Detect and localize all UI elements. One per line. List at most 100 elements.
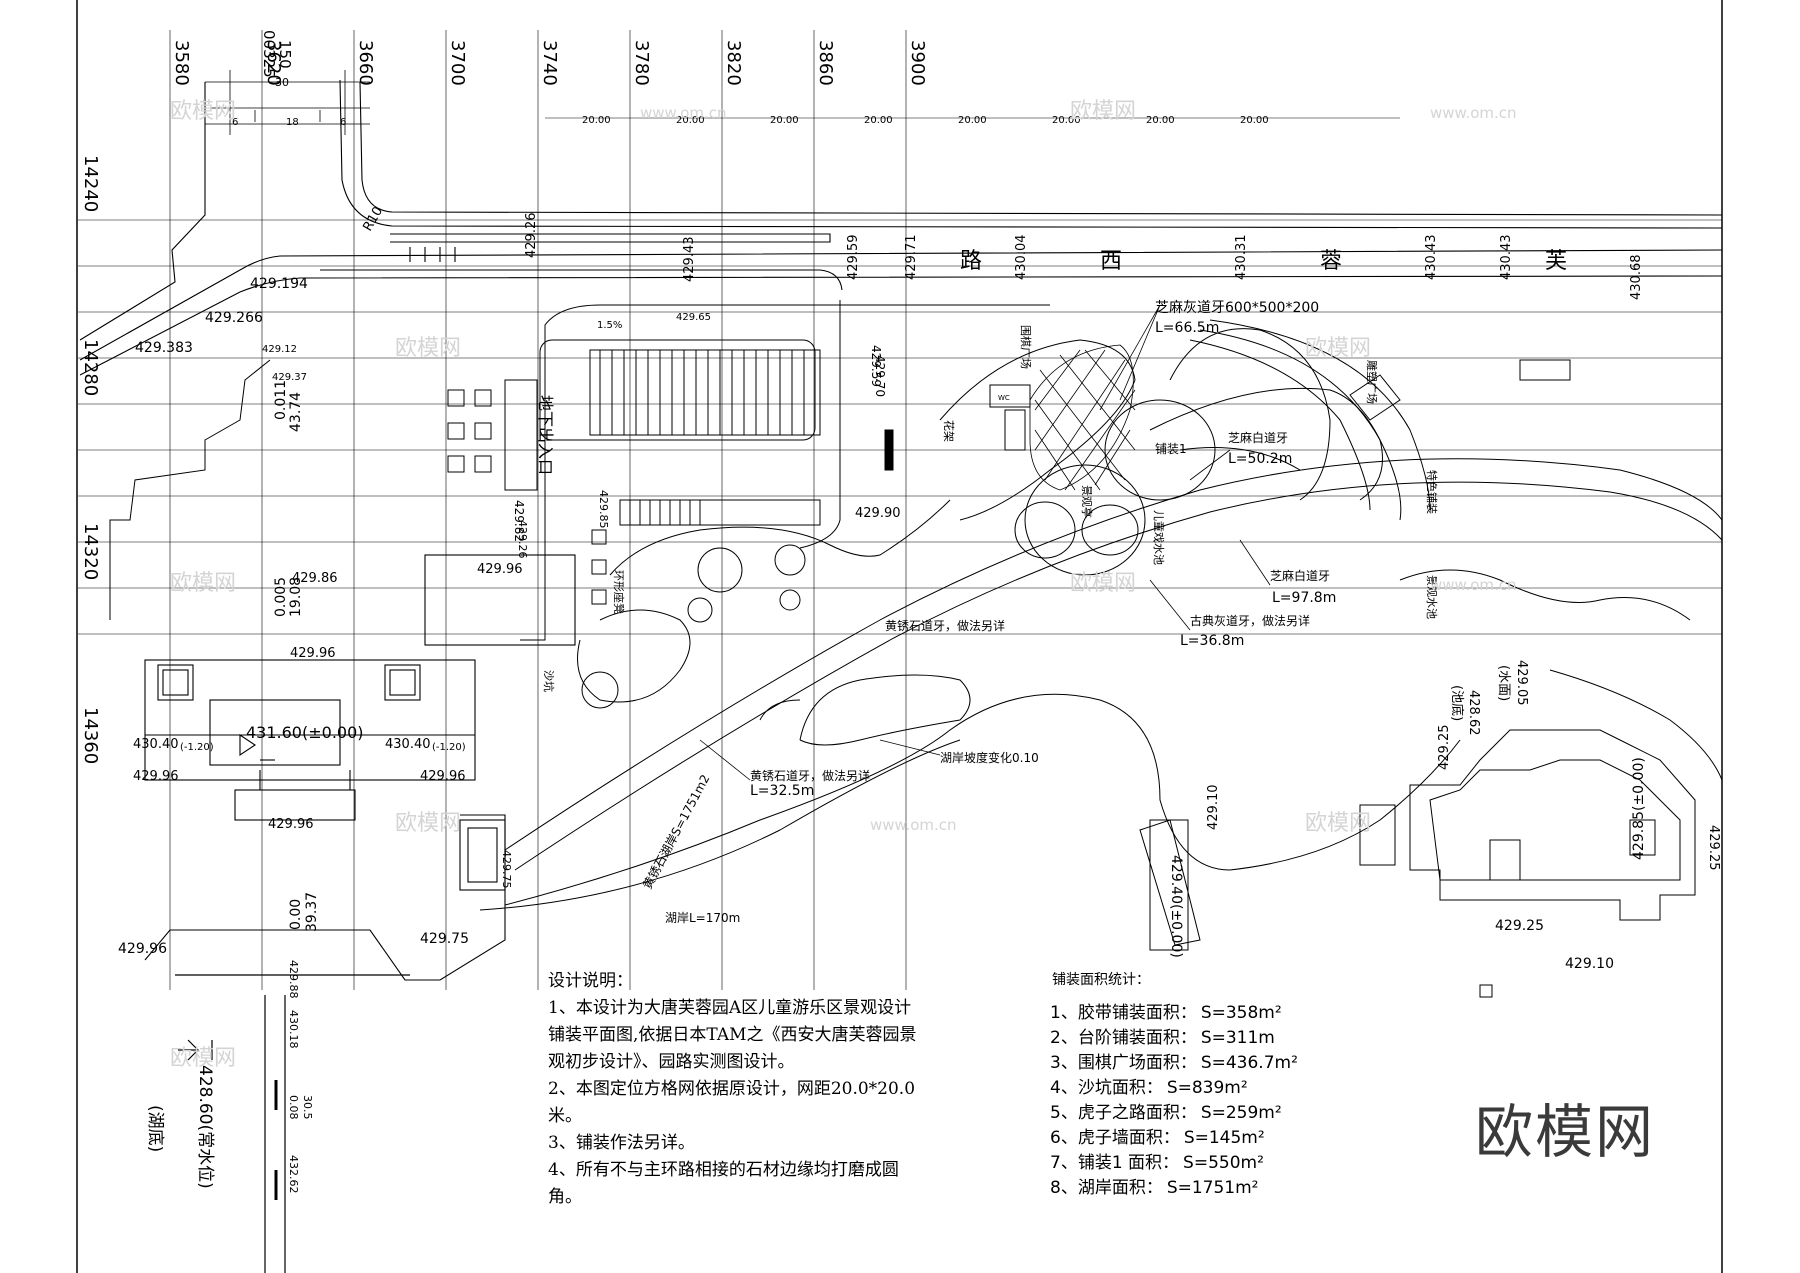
dim-30: 30: [275, 76, 289, 89]
dim-18: 18: [286, 117, 299, 128]
callout-1: 芝麻灰道牙600*500*200: [1155, 300, 1319, 316]
elev-l-1: 429.194: [250, 276, 308, 292]
elev-l-12: 429.90: [855, 506, 901, 521]
wm-4: 欧模网: [1305, 336, 1371, 361]
wm-1: 欧模网: [170, 99, 236, 124]
slope-4: 19.08: [288, 577, 304, 617]
stats-label: 8、湖岸面积：: [1050, 1178, 1163, 1198]
elev-l-21: 429.75: [500, 850, 513, 889]
wc-block: [989, 384, 1031, 451]
road-name: 路 西 蓉 芙: [960, 249, 1567, 274]
road-char-4: 芙: [1545, 249, 1567, 274]
elev-l-22: 429.88: [287, 960, 300, 999]
wm-3: 欧模网: [395, 336, 461, 361]
callout-5: 芝麻白道牙: [1270, 568, 1330, 583]
area-pavilion: 景观亭: [1080, 485, 1094, 518]
lake-bottom-elev: 428.60(常水位): [195, 1065, 215, 1189]
pavilion-side-left: 430.40: [133, 737, 179, 752]
wm-url-2: www.om.cn: [640, 104, 727, 122]
elev-road-4: 429.71: [904, 235, 919, 281]
dim-6b: 6: [340, 117, 346, 128]
slope-3: 0.005: [273, 577, 289, 617]
watermark-logo: 欧模网: [1475, 1098, 1656, 1166]
slope-marks: 0.011 43.74 0.005 19.08 0.00 39.37 0.08 …: [273, 320, 622, 1194]
stats-label: 5、虎子之路面积：: [1050, 1103, 1197, 1123]
grid-x-label: 3580: [171, 40, 192, 86]
stats-label: 7、铺装1 面积：: [1050, 1153, 1180, 1173]
wm-6: 欧模网: [1070, 571, 1136, 596]
right-water-label: (水面): [1496, 665, 1511, 701]
wm-7: 欧模网: [395, 811, 461, 836]
play-area-paths: [479, 319, 1723, 951]
radius-label: R10: [360, 204, 386, 234]
stats-label: 4、沙坑面积：: [1050, 1078, 1163, 1098]
elev-road-1: 429.26: [524, 213, 539, 259]
right-pool-label: (池底): [1449, 685, 1465, 721]
stats-value: S=358m²: [1200, 1003, 1282, 1023]
road-char-2: 西: [1100, 249, 1122, 274]
elev-l-8: 429.70: [873, 355, 887, 397]
watermark-small: 欧模网 欧模网 欧模网 欧模网 欧模网 欧模网 欧模网 欧模网 欧模网 www.…: [170, 99, 1517, 1071]
grid-spacing-label: 20.00: [676, 115, 705, 126]
area-trellis: 花架: [942, 420, 955, 442]
stats-row: 2、台阶铺装面积：S=311m: [1050, 1026, 1330, 1051]
road-network: [79, 79, 1723, 376]
callout-12: 湖岸L=170m: [665, 910, 740, 925]
road-char-1: 路: [960, 249, 982, 274]
elev-l-20: 429.75: [420, 931, 469, 947]
stats-row: 4、沙坑面积：S=839m²: [1050, 1076, 1330, 1101]
slope-6: 39.37: [304, 892, 320, 932]
stats-value: S=436.7m²: [1200, 1053, 1298, 1073]
stats-value: S=839m²: [1166, 1078, 1248, 1098]
wm-url-3: www.om.cn: [1430, 576, 1517, 594]
grid-x-label: 3780: [631, 40, 652, 86]
dim-6a: 6: [232, 117, 238, 128]
area-sandpit: 沙坑: [542, 670, 556, 692]
stats-row: 6、虎子墙面积：S=145m²: [1050, 1126, 1330, 1151]
top-dimension-block: [205, 70, 370, 135]
area-labels: 儿童戏水池 景观亭 沙坑 环形座凳 围棋广场 雕塑广场 特色铺装 花架 景观水池: [542, 325, 1439, 692]
lake-bottom-note: (湖底): [145, 1105, 165, 1152]
stats-label: 1、胶带铺装面积：: [1050, 1003, 1197, 1023]
wm-2: 欧模网: [1070, 99, 1136, 124]
pavilion-side-left-rel: (-1.20): [180, 742, 214, 753]
stats-label: 2、台阶铺装面积：: [1050, 1028, 1197, 1048]
grid-spacing-label: 20.00: [864, 115, 893, 126]
elev-road-9: 430.68: [1629, 255, 1644, 301]
right-elev-2: 428.62: [1466, 690, 1481, 736]
grid-spacing-label: 20.00: [958, 115, 987, 126]
wm-9: 欧模网: [170, 1046, 236, 1071]
slope-1: 0.011: [273, 380, 289, 420]
left-elevations: 429.194 429.266 429.383 429.12 429.37 42…: [118, 276, 901, 999]
grid-x-label: 3820: [723, 40, 744, 86]
stats-value: S=259m²: [1200, 1103, 1282, 1123]
grid-y-label: 14240: [80, 155, 101, 212]
elev-l-15: 429.96: [290, 646, 336, 661]
grid-spacing-label: 20.00: [770, 115, 799, 126]
elev-l-6: 429.65: [676, 312, 711, 323]
slope-9: 1.5%: [597, 320, 622, 331]
elev-l-19: 429.96: [118, 941, 167, 957]
stats-row: 8、湖岸面积：S=1751m²: [1050, 1176, 1330, 1201]
stats-row: 7、铺装1 面积：S=550m²: [1050, 1151, 1330, 1176]
pavilion-main-elev: 431.60(±0.00): [246, 723, 364, 742]
grid-spacing-label: 20.00: [1240, 115, 1269, 126]
drawing-frame: [76, 0, 1723, 1273]
pavilion-side-right: 430.40: [385, 737, 431, 752]
callout-9: 黄锈石道牙，做法另详: [885, 618, 1005, 633]
stats-label: 3、围棋广场面积：: [1050, 1053, 1197, 1073]
elev-road-3: 429.59: [846, 235, 861, 281]
stats-value: S=1751m²: [1166, 1178, 1259, 1198]
elev-l-4: 429.12: [262, 344, 297, 355]
stats-row: 5、虎子之路面积：S=259m²: [1050, 1101, 1330, 1126]
wm-8: 欧模网: [1305, 811, 1371, 836]
coord-150: 150: [276, 40, 294, 69]
lake-bottom-marker: [175, 974, 410, 1273]
slope-2: 43.74: [288, 392, 304, 432]
area-water-pool: 儿童戏水池: [1152, 510, 1166, 565]
callout-8: L=36.8m: [1180, 633, 1244, 649]
road-char-3: 蓉: [1320, 249, 1342, 274]
grid-x-label: 3860: [815, 40, 836, 86]
callout-6: L=97.8m: [1272, 590, 1336, 606]
